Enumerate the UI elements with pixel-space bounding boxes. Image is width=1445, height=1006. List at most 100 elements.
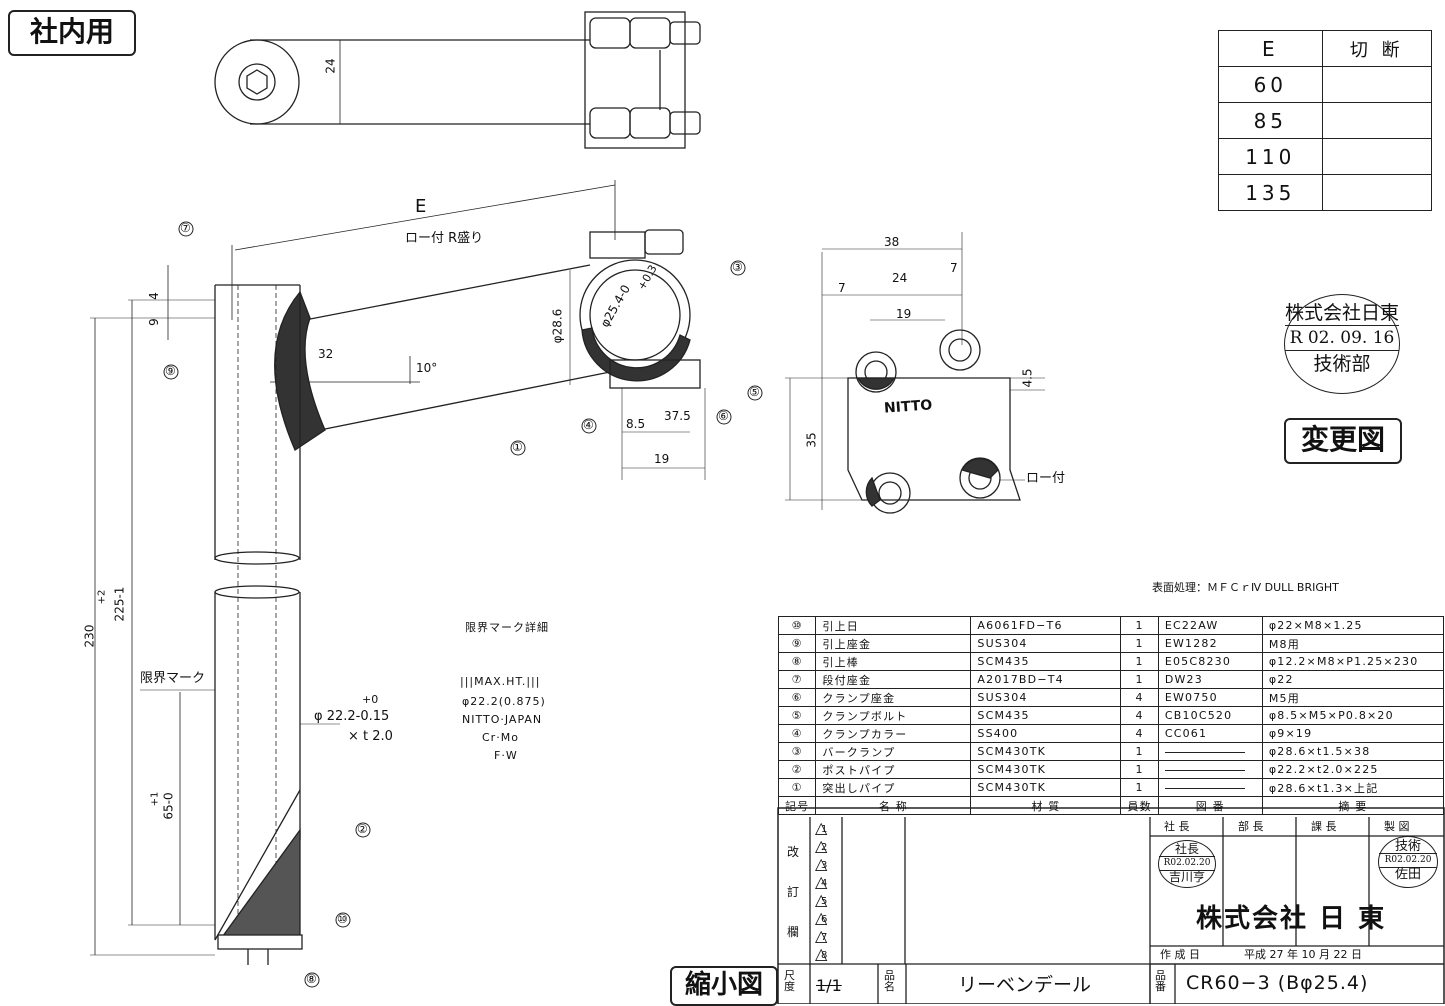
revision-number: 6 [821, 914, 828, 925]
parts-name: ポストパイプ [815, 760, 972, 779]
parts-material: SCM430TK [970, 778, 1122, 797]
parts-no: ④ [777, 724, 817, 743]
parts-qty: 4 [1120, 706, 1159, 725]
dim-28-6: φ28.6 [550, 308, 565, 344]
parts-name: バークランプ [815, 742, 972, 761]
parts-material: SCM430TK [970, 742, 1122, 761]
parts-name: クランプボルト [815, 706, 972, 725]
stamp-title: 技術 [1394, 839, 1421, 854]
surface-treatment: 表面処理：ＭＦＣｒⅣ DULL BRIGHT [1152, 581, 1339, 594]
dim-braze: ロー付 [1026, 471, 1066, 486]
product-name: リーベンデール [958, 974, 1092, 996]
dim-230: 230 [82, 624, 97, 648]
front-view [785, 232, 1045, 514]
change-drawing-label: 変更図 [1284, 418, 1402, 464]
parts-qty: 1 [1120, 616, 1159, 635]
callout-6: ⑥ [718, 409, 729, 423]
revision-number: 5 [821, 896, 828, 907]
parts-drawing [1157, 742, 1263, 761]
revision-number: 1 [821, 824, 828, 835]
limit-mark-line: F·W [494, 749, 518, 762]
parts-header-drawing: 図 番 [1157, 796, 1263, 815]
stamp-dept: 技術部 [1313, 353, 1371, 375]
parts-name: 段付座金 [815, 670, 972, 689]
parts-name: 引上日 [815, 616, 972, 635]
stamp-date: R 02. 09. 16 [1285, 325, 1399, 351]
parts-name: クランプ座金 [815, 688, 972, 707]
parts-qty: 1 [1120, 742, 1159, 761]
side-view [90, 180, 706, 965]
parts-material: A2017BD−T4 [970, 670, 1122, 689]
cut-header: 切 断 [1321, 30, 1433, 67]
triangle-icon: △ [815, 944, 828, 963]
callout-9: ⑨ [165, 364, 176, 378]
parts-spec: φ22 [1261, 670, 1445, 689]
parts-header-no: 記号 [777, 796, 817, 815]
limit-mark-line: Cr·Mo [482, 731, 519, 744]
parts-material: SUS304 [970, 634, 1122, 653]
dim-7-left: 7 [838, 281, 846, 295]
e-value: 110 [1218, 138, 1323, 175]
parts-drawing: CC061 [1157, 724, 1263, 743]
parts-qty: 4 [1120, 724, 1159, 743]
dim-225-tol: +2 [96, 589, 108, 605]
callout-8: ⑧ [306, 972, 317, 986]
approval-header: 社 長 [1164, 820, 1190, 833]
callout-2: ② [357, 822, 368, 836]
revision-number: 4 [821, 878, 828, 889]
e-value: 135 [1218, 174, 1323, 211]
parts-drawing: CB10C520 [1157, 706, 1263, 725]
parts-no: ⑩ [777, 616, 817, 635]
revision-mark: △6 [815, 910, 827, 926]
parts-header-row: 記号名 称材 質員数図 番摘 要 [777, 796, 1445, 815]
parts-no: ③ [777, 742, 817, 761]
parts-qty: 4 [1120, 688, 1159, 707]
callout-5: ⑤ [749, 385, 760, 399]
parts-spec: φ9×19 [1261, 724, 1445, 743]
parts-name: 引上棒 [815, 652, 972, 671]
revision-mark: △2 [815, 838, 827, 854]
revision-mark: △1 [815, 820, 827, 836]
dim-19: 19 [654, 452, 670, 466]
parts-header-spec: 摘 要 [1261, 796, 1445, 815]
parts-header-material: 材 質 [970, 796, 1122, 815]
callout-1: ① [512, 440, 523, 454]
company-name: 株式会社 日 東 [1196, 904, 1387, 934]
triangle-icon: △ [815, 854, 828, 873]
revision-mark: △4 [815, 874, 827, 890]
approval-header: 部 長 [1238, 820, 1264, 833]
nitto-logo-text: NITTO [883, 397, 933, 417]
e-table-header: E [1218, 30, 1323, 67]
dim-37-5: 37.5 [664, 409, 691, 423]
parts-drawing: EW1282 [1157, 634, 1263, 653]
dim-9: 9 [146, 318, 161, 326]
dim-braze-r: ロー付 R盛り [405, 231, 484, 246]
parts-qty: 1 [1120, 634, 1159, 653]
parts-material: SCM435 [970, 706, 1122, 725]
parts-name: クランプカラー [815, 724, 972, 743]
revision-number: 8 [821, 950, 828, 961]
president-stamp: 社長 R02.02.20 吉川亨 [1158, 840, 1216, 888]
triangle-icon: △ [815, 818, 828, 837]
parts-spec: φ28.6×t1.3×上記 [1261, 778, 1445, 797]
product-number: CR60−3 (Bφ25.4) [1186, 972, 1369, 994]
drafter-stamp: 技術 R02.02.20 佐田 [1378, 836, 1438, 888]
revision-number: 3 [821, 860, 828, 871]
parts-no: ⑥ [777, 688, 817, 707]
parts-material: SCM430TK [970, 760, 1122, 779]
name-label: 品名 [884, 969, 895, 993]
reduced-drawing-label: 縮小図 [670, 966, 778, 1006]
callout-10: ⑩ [337, 912, 348, 926]
stamp-date: R02.02.20 [1159, 856, 1215, 871]
dim-24: 24 [892, 271, 908, 285]
top-view [214, 11, 701, 149]
scale-value: 1/1 [816, 976, 842, 995]
triangle-icon: △ [815, 890, 828, 909]
